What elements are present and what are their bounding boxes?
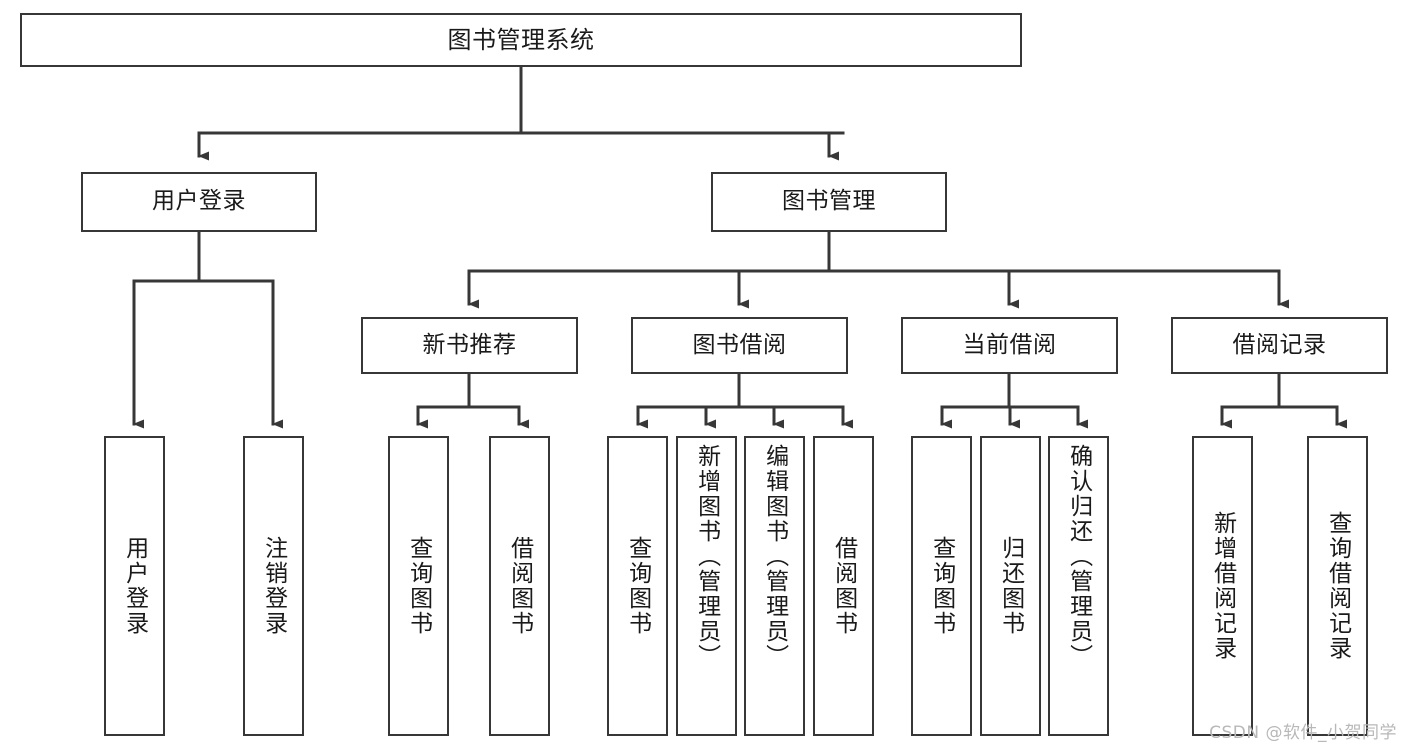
node-label: 当前借阅 <box>962 331 1057 358</box>
leaf-logout[interactable]: 注销登录 <box>243 436 304 736</box>
leaf-user-login[interactable]: 用户登录 <box>104 436 165 736</box>
leaf-add-book-admin[interactable]: 新增图书（管理员） <box>676 436 737 736</box>
node-label: 借阅图书 <box>506 536 533 636</box>
node-label: 新增图书（管理员） <box>693 444 720 669</box>
node-label: 图书管理系统 <box>447 25 595 54</box>
node-label: 用户登录 <box>121 536 148 636</box>
leaf-return-book[interactable]: 归还图书 <box>980 436 1041 736</box>
node-label: 新增借阅记录 <box>1209 511 1236 661</box>
node-label: 查询借阅记录 <box>1324 511 1351 661</box>
leaf-borrow-book-new-rec[interactable]: 借阅图书 <box>489 436 550 736</box>
leaf-query-book-borrow[interactable]: 查询图书 <box>607 436 668 736</box>
leaf-query-book-current[interactable]: 查询图书 <box>911 436 972 736</box>
watermark-text: CSDN @软件_小贺同学 <box>1209 723 1397 743</box>
node-user-login[interactable]: 用户登录 <box>81 172 317 232</box>
leaf-borrow-book-borrow[interactable]: 借阅图书 <box>813 436 874 736</box>
node-label: 图书借阅 <box>692 331 787 358</box>
leaf-edit-book-admin[interactable]: 编辑图书（管理员） <box>744 436 805 736</box>
node-label: 确认归还（管理员） <box>1065 444 1092 669</box>
leaf-add-borrow-record[interactable]: 新增借阅记录 <box>1192 436 1253 736</box>
node-label: 编辑图书（管理员） <box>761 444 788 669</box>
node-label: 新书推荐 <box>422 331 517 358</box>
leaf-query-book-new-rec[interactable]: 查询图书 <box>388 436 449 736</box>
node-label: 借阅记录 <box>1232 331 1327 358</box>
leaf-query-borrow-record[interactable]: 查询借阅记录 <box>1307 436 1368 736</box>
node-label: 用户登录 <box>152 188 246 215</box>
node-book-management[interactable]: 图书管理 <box>711 172 947 232</box>
node-borrowing-record[interactable]: 借阅记录 <box>1171 317 1388 374</box>
node-root-system[interactable]: 图书管理系统 <box>20 13 1022 67</box>
leaf-confirm-return-admin[interactable]: 确认归还（管理员） <box>1048 436 1109 736</box>
node-book-borrowing[interactable]: 图书借阅 <box>631 317 848 374</box>
node-label: 注销登录 <box>260 536 287 636</box>
node-new-book-recommendation[interactable]: 新书推荐 <box>361 317 578 374</box>
node-label: 查询图书 <box>928 536 955 636</box>
node-current-borrowing[interactable]: 当前借阅 <box>901 317 1118 374</box>
node-label: 查询图书 <box>405 536 432 636</box>
node-label: 图书管理 <box>782 188 876 215</box>
node-label: 查询图书 <box>624 536 651 636</box>
node-label: 借阅图书 <box>830 536 857 636</box>
node-label: 归还图书 <box>997 536 1024 636</box>
